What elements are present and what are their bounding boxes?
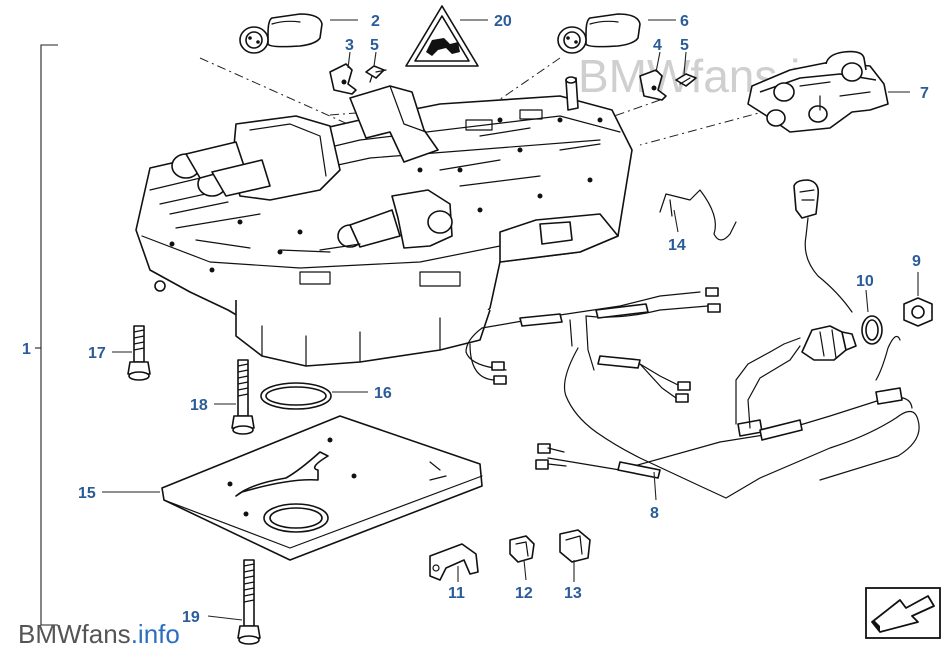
- screw-5-left: [365, 65, 387, 83]
- screw-5-right: [675, 73, 697, 87]
- wire-clip-14: [659, 189, 737, 241]
- solenoid-assembly-7: [747, 50, 889, 133]
- harness-terminals: [491, 287, 721, 470]
- screw-19: [237, 559, 261, 645]
- o-ring-16: [260, 382, 332, 410]
- o-ring-10: [861, 315, 883, 345]
- screw-18: [231, 359, 255, 435]
- label-2: 2: [371, 13, 380, 30]
- pressure-switch: [769, 325, 857, 361]
- clip-12: [509, 535, 535, 563]
- clip-13: [559, 529, 591, 563]
- label-4: 4: [653, 37, 662, 54]
- label-8: 8: [650, 505, 659, 522]
- watermark-suffix: .info: [131, 619, 180, 649]
- label-16: 16: [374, 385, 392, 402]
- watermark-bottom: BMWfans.info: [18, 619, 180, 649]
- arrow-nav-icon[interactable]: [865, 587, 941, 639]
- warning-triangle-icon: [405, 5, 479, 67]
- label-20: 20: [494, 13, 512, 30]
- label-18: 18: [190, 397, 208, 414]
- label-11: 11: [448, 585, 465, 602]
- bracket-4: [639, 69, 667, 101]
- label-1: 1: [22, 341, 31, 358]
- label-3: 3: [345, 37, 354, 54]
- label-19: 19: [182, 609, 200, 626]
- label-12: 12: [515, 585, 533, 602]
- wiring-harness-connector: [793, 179, 853, 313]
- label-9: 9: [912, 253, 921, 270]
- label-14: 14: [668, 237, 686, 254]
- label-7: 7: [920, 85, 929, 102]
- oil-filter-plate-15: [161, 415, 483, 561]
- label-6: 6: [680, 13, 689, 30]
- valve-body: [135, 76, 633, 367]
- label-5-right: 5: [680, 37, 689, 54]
- part-labels: 1 2 3 5 20 6 4 5 7 14 9 10 17 18 16 15 8…: [22, 13, 929, 626]
- label-17: 17: [88, 345, 106, 362]
- clip-11: [429, 543, 479, 581]
- wiring-harness-8: [465, 287, 920, 499]
- nut-9: [903, 297, 933, 327]
- label-5-left: 5: [370, 37, 379, 54]
- part-1-bracket: [35, 44, 58, 626]
- screw-17: [127, 325, 151, 381]
- label-13: 13: [564, 585, 582, 602]
- label-15: 15: [78, 485, 96, 502]
- bolt-holes: [169, 117, 603, 273]
- bracket-3: [329, 63, 357, 95]
- leader-lines: [102, 19, 919, 621]
- watermark-brand: BMWfans: [18, 619, 131, 649]
- solenoid-2: [239, 13, 323, 54]
- solenoid-6: [557, 13, 641, 54]
- label-10: 10: [856, 273, 874, 290]
